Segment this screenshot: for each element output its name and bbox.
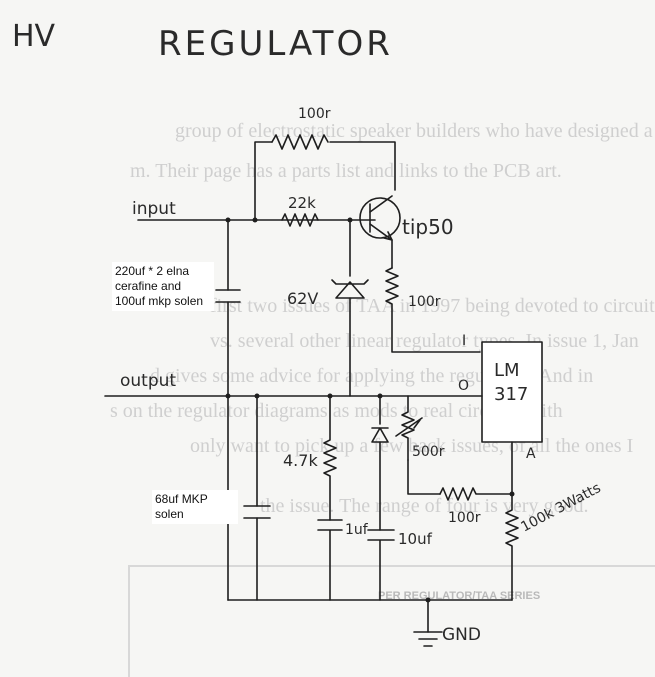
resistor-100r-low: [439, 487, 513, 501]
label-500r: 500r: [412, 444, 445, 460]
junction-dot: [377, 393, 383, 399]
pin-label-adjust: A: [526, 446, 536, 462]
note-220uf-caps: 220uf * 2 elna cerafine and 100uf mkp so…: [112, 262, 214, 311]
capacitor-1uf: [317, 519, 343, 601]
zener-diode-62v: [331, 279, 369, 299]
lm317-label-bottom: 317: [494, 384, 528, 405]
junction-dot: [225, 393, 231, 399]
adjust-wire: [407, 441, 513, 495]
label-100k-3watts: 100k 3Watts: [518, 480, 603, 535]
junction-dot: [347, 217, 353, 223]
resistor-100r-mid: [385, 267, 481, 353]
junction-dot: [327, 393, 333, 399]
label-4-7k: 4.7k: [283, 451, 318, 470]
junction-dot: [425, 597, 431, 603]
pot-500r: [395, 395, 423, 461]
label-62v: 62V: [287, 289, 318, 308]
note-68uf-cap: 68uf MKP solen: [152, 490, 238, 524]
pin-label-input: I: [462, 333, 466, 349]
junction-dot: [252, 217, 258, 223]
bg-text-line: first two issues of TAA in 1997 being de…: [210, 295, 655, 317]
ground-symbol: [413, 631, 443, 647]
transistor-collector: [369, 195, 393, 213]
input-label: input: [132, 199, 176, 219]
label-10uf: 10uf: [398, 530, 433, 548]
bg-text-line: the issue. The range of four is very goo…: [260, 495, 589, 517]
resistor-22k: [281, 213, 319, 227]
junction-dot: [509, 491, 515, 497]
junction-dots: [225, 217, 515, 603]
resistor-100r-top: [271, 134, 329, 150]
bg-figure-frame: [128, 565, 655, 677]
lm317-regulator: [481, 341, 543, 443]
bg-text-line: s on the regulator diagrams as mods to r…: [110, 400, 563, 422]
pin-label-output: O: [458, 378, 469, 394]
bg-figure-caption: PER REGULATOR/TAA SERIES: [378, 590, 541, 602]
capacitor-220uf: [215, 289, 241, 303]
label-100r-mid: 100r: [408, 294, 441, 310]
junction-dot: [254, 393, 260, 399]
label-tip50: tip50: [402, 215, 454, 239]
capacitor-10uf: [367, 529, 395, 601]
lm317-label-top: LM: [494, 360, 520, 381]
label-22k: 22k: [288, 194, 316, 212]
bg-text-line: group of electrostatic speaker builders …: [175, 120, 653, 142]
label-100r-low: 100r: [448, 510, 481, 526]
heading-hv: HV: [12, 19, 56, 54]
label-1uf: 1uf: [345, 522, 369, 538]
bypass-wire-right: [329, 141, 396, 191]
resistor-4-7k: [323, 395, 337, 521]
transistor-tip50: [359, 197, 401, 239]
heading-regulator: REGULATOR: [158, 24, 393, 64]
label-100r-top: 100r: [298, 106, 331, 122]
junction-dot: [225, 217, 231, 223]
label-gnd: GND: [442, 625, 481, 645]
resistor-100k-3w: [505, 493, 519, 601]
capacitor-68uf: [243, 505, 271, 519]
output-label: output: [120, 371, 176, 391]
protection-diode: [371, 427, 389, 443]
bg-text-line: m. Their page has a parts list and links…: [130, 160, 562, 182]
bypass-wire: [254, 141, 273, 221]
